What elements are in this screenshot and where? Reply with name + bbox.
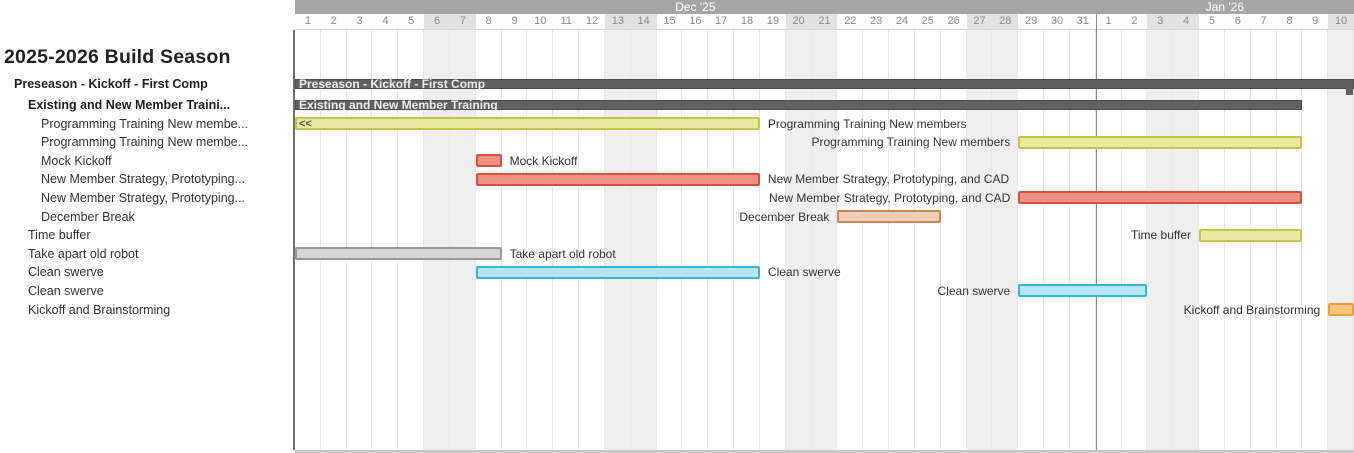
grid-column bbox=[398, 30, 425, 450]
sidebar-task-take-apart-old-robot: Take apart old robot bbox=[28, 246, 139, 261]
grid-column bbox=[321, 30, 347, 450]
grid-column bbox=[734, 30, 760, 450]
day-cell: 27 bbox=[966, 14, 994, 30]
month-label-dec-25: Dec '25 bbox=[675, 0, 716, 14]
grid-column bbox=[1044, 30, 1070, 450]
grid-column bbox=[347, 30, 373, 450]
day-cell: 18 bbox=[734, 14, 761, 30]
grid-column bbox=[1018, 30, 1045, 450]
bar-label-programming-training-new-members: Programming Training New members bbox=[811, 135, 1011, 150]
day-cell: 26 bbox=[940, 14, 968, 30]
grid-column bbox=[1328, 30, 1354, 450]
grid-column bbox=[579, 30, 605, 450]
grid-column bbox=[889, 30, 915, 450]
continues-left-marker: << bbox=[299, 117, 312, 130]
grid-column bbox=[372, 30, 399, 450]
grid-column bbox=[708, 30, 735, 450]
grid-column bbox=[1096, 30, 1122, 450]
day-cell: 23 bbox=[863, 14, 891, 30]
sidebar-task-time-buffer: Time buffer bbox=[28, 228, 91, 243]
gantt-bar-take-apart-old-robot[interactable] bbox=[295, 247, 502, 261]
month-header-band: Dec '25 Jan '26 bbox=[295, 0, 1354, 14]
gantt-bar-time-buffer[interactable] bbox=[1199, 228, 1303, 242]
sidebar-task-programming-training-new-members: Programming Training New membe... bbox=[41, 116, 249, 131]
bar-label-kickoff-and-brainstorming: Kickoff and Brainstorming bbox=[1183, 302, 1321, 317]
sidebar-task-clean-swerve: Clean swerve bbox=[28, 283, 104, 298]
grid-column bbox=[657, 30, 683, 450]
grid-column bbox=[682, 30, 709, 450]
gantt-bar-kickoff-and-brainstorming[interactable] bbox=[1328, 303, 1354, 316]
gantt-bar-preseason-kickoff-first-comp[interactable]: Preseason - Kickoff - First Comp bbox=[295, 77, 1354, 91]
day-cell: 21 bbox=[811, 14, 839, 30]
section-end-notch bbox=[1346, 88, 1353, 95]
grid-column bbox=[915, 30, 941, 450]
grid-column bbox=[941, 30, 967, 450]
gantt-bar-programming-training-new-members[interactable] bbox=[1018, 135, 1303, 149]
day-cell: 22 bbox=[837, 14, 865, 30]
grid-column bbox=[863, 30, 890, 450]
day-cell: 29 bbox=[1018, 14, 1046, 30]
chart-title: 2025-2026 Build Season bbox=[4, 46, 231, 68]
section-bar-label: Preseason - Kickoff - First Comp bbox=[299, 77, 486, 91]
gantt-bar-new-member-strategy-prototyping-and-cad[interactable] bbox=[1018, 191, 1303, 205]
grid-column bbox=[527, 30, 554, 450]
grid-column bbox=[1070, 30, 1096, 450]
grid-column bbox=[476, 30, 502, 450]
sidebar-task-clean-swerve: Clean swerve bbox=[28, 265, 104, 280]
grid-column bbox=[837, 30, 864, 450]
gantt-bar-programming-training-new-members[interactable]: << bbox=[295, 117, 760, 130]
sidebar-task-programming-training-new-members: Programming Training New membe... bbox=[41, 135, 249, 150]
bar-label-new-member-strategy-prototyping-and-cad: New Member Strategy, Prototyping, and CA… bbox=[767, 172, 1010, 187]
grid-column bbox=[1122, 30, 1148, 450]
section-bar-label: Existing and New Member Training bbox=[299, 98, 498, 112]
gantt-bar-clean-swerve[interactable] bbox=[1018, 284, 1148, 298]
sidebar-task-preseason-kickoff-first-comp: Preseason - Kickoff - First Comp bbox=[14, 77, 208, 91]
sidebar-task-existing-and-new-member-training: Existing and New Member Traini... bbox=[28, 98, 231, 112]
gantt-bar-december-break[interactable] bbox=[837, 210, 941, 223]
gantt-bar-mock-kickoff[interactable] bbox=[475, 154, 502, 168]
bar-label-mock-kickoff: Mock Kickoff bbox=[509, 153, 578, 168]
bar-label-programming-training-new-members: Programming Training New members bbox=[767, 116, 967, 131]
bar-label-take-apart-old-robot: Take apart old robot bbox=[509, 246, 616, 261]
grid-column bbox=[553, 30, 580, 450]
bar-label-clean-swerve: Clean swerve bbox=[937, 283, 1011, 298]
grid-column bbox=[502, 30, 528, 450]
sidebar-task-kickoff-and-brainstorming: Kickoff and Brainstorming bbox=[28, 302, 171, 317]
bar-label-december-break: December Break bbox=[739, 209, 830, 224]
sidebar-task-mock-kickoff: Mock Kickoff bbox=[41, 153, 112, 168]
gantt-bar-existing-and-new-member-training[interactable]: Existing and New Member Training bbox=[295, 98, 1303, 112]
bar-label-time-buffer: Time buffer bbox=[1131, 228, 1192, 243]
month-label-jan-26: Jan '26 bbox=[1205, 0, 1245, 14]
day-cell: 10 bbox=[1328, 14, 1354, 30]
bar-label-clean-swerve: Clean swerve bbox=[767, 265, 841, 280]
sidebar-task-new-member-strategy-prototyping-and-cad: New Member Strategy, Prototyping... bbox=[41, 172, 246, 187]
day-cell: 15 bbox=[656, 14, 684, 30]
grid-column bbox=[295, 30, 321, 450]
day-cell: 31 bbox=[1069, 14, 1097, 30]
gantt-bar-clean-swerve[interactable] bbox=[475, 265, 760, 279]
chart-left-border bbox=[293, 30, 295, 450]
day-cell: 17 bbox=[708, 14, 736, 30]
horizontal-scrollbar[interactable] bbox=[295, 450, 1354, 453]
bar-label-new-member-strategy-prototyping-and-cad: New Member Strategy, Prototyping, and CA… bbox=[769, 190, 1011, 205]
sidebar-task-december-break: December Break bbox=[41, 209, 135, 224]
grid-column bbox=[760, 30, 786, 450]
grid-column bbox=[1302, 30, 1329, 450]
sidebar-task-new-member-strategy-prototyping-and-cad: New Member Strategy, Prototyping... bbox=[41, 190, 246, 205]
month-boundary-line bbox=[1095, 14, 1097, 450]
day-cell: 28 bbox=[992, 14, 1020, 30]
gantt-bar-new-member-strategy-prototyping-and-cad[interactable] bbox=[475, 172, 760, 186]
day-cell: 10 bbox=[527, 14, 555, 30]
